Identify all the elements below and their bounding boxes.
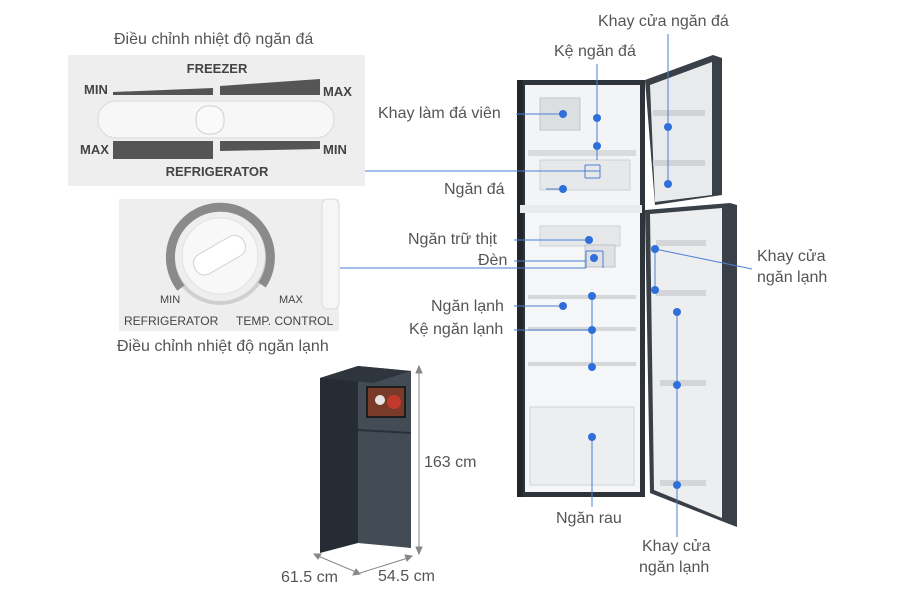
label-freezer-door-tray: Khay cửa ngăn đá [598,13,729,30]
label-vegetable-drawer: Ngăn rau [556,510,622,527]
freezer-panel-bottom-label: REFRIGERATOR [166,164,269,179]
label-fridge-shelf: Kệ ngăn lạnh [409,321,504,338]
callout-dots [559,110,681,489]
dot-fridge-compartment [559,302,567,310]
dot-fridge-shelf-3 [588,363,596,371]
dot-freezer-shelf-1 [593,114,601,122]
dimension-width: 54.5 cm [378,568,435,585]
dimension-depth: 61.5 cm [281,569,338,586]
freezer-slider-knob [195,105,225,135]
dot-fridge-door-4 [673,381,681,389]
label-fridge-door-tray-right-line2: ngăn lạnh [757,269,828,286]
dot-freezer-door-2 [664,180,672,188]
dot-freezer-shelf-2 [593,142,601,150]
dot-fridge-door-1 [651,245,659,253]
callout-lines [340,34,753,537]
label-fridge-compartment: Ngăn lạnh [431,298,504,315]
label-light: Đèn [478,252,508,269]
label-freezer-compartment: Ngăn đá [444,181,505,198]
dot-meat-compartment [585,236,593,244]
fridge-dial-min: MIN [160,294,180,306]
dimension-height: 163 cm [424,454,477,471]
label-fridge-door-tray-bottom-line2: ngăn lạnh [639,559,710,576]
fridge-dial-scale [165,202,275,291]
fridge-dial-max: MAX [279,294,304,306]
fridge-product-render [320,366,412,553]
fridge-control-panel: MIN MAX REFRIGERATOR TEMP. CONTROL [119,198,340,331]
label-freezer-shelf: Kệ ngăn đá [554,43,636,60]
label-ice-tray: Khay làm đá viên [378,105,501,122]
freezer-panel-top-left: MIN [84,82,108,97]
freezer-control-panel: FREEZER MIN MAX MAX MIN REFRIGERATOR [68,55,365,186]
open-fridge [517,55,737,527]
freezer-panel-bottom-right: MIN [323,142,347,157]
dot-freezer-door-1 [664,123,672,131]
freezer-wedge-bottom-left [113,141,213,159]
dot-fridge-door-3 [673,308,681,316]
freezer-panel-top-right: MAX [323,84,352,99]
dot-fridge-shelf-2 [588,326,596,334]
fridge-dial-right-label: TEMP. CONTROL [236,314,333,328]
fridge-dial-caption: Điều chỉnh nhiệt độ ngăn lạnh [117,338,329,355]
freezer-wedge-top-right [220,79,320,95]
label-fridge-door-tray-right-line1: Khay cửa [757,248,826,265]
fridge-dial-left-label: REFRIGERATOR [124,314,219,328]
freezer-panel-bottom-left: MAX [80,142,109,157]
freezer-dial-caption: Điều chỉnh nhiệt độ ngăn đá [114,31,314,48]
dot-vegetable-drawer [588,433,596,441]
dimension-lines [312,364,423,576]
dot-light [590,254,598,262]
freezer-panel-top-label: FREEZER [187,61,248,76]
label-fridge-door-tray-bottom-line1: Khay cửa [642,538,711,555]
dot-freezer-compartment [559,185,567,193]
dot-fridge-door-5 [673,481,681,489]
dot-fridge-door-2 [651,286,659,294]
dot-ice-tray [559,110,567,118]
freezer-wedge-top-left [113,88,213,95]
label-meat-compartment: Ngăn trữ thịt [408,231,497,248]
dot-fridge-shelf-1 [588,292,596,300]
freezer-wedge-bottom-right [220,141,320,151]
